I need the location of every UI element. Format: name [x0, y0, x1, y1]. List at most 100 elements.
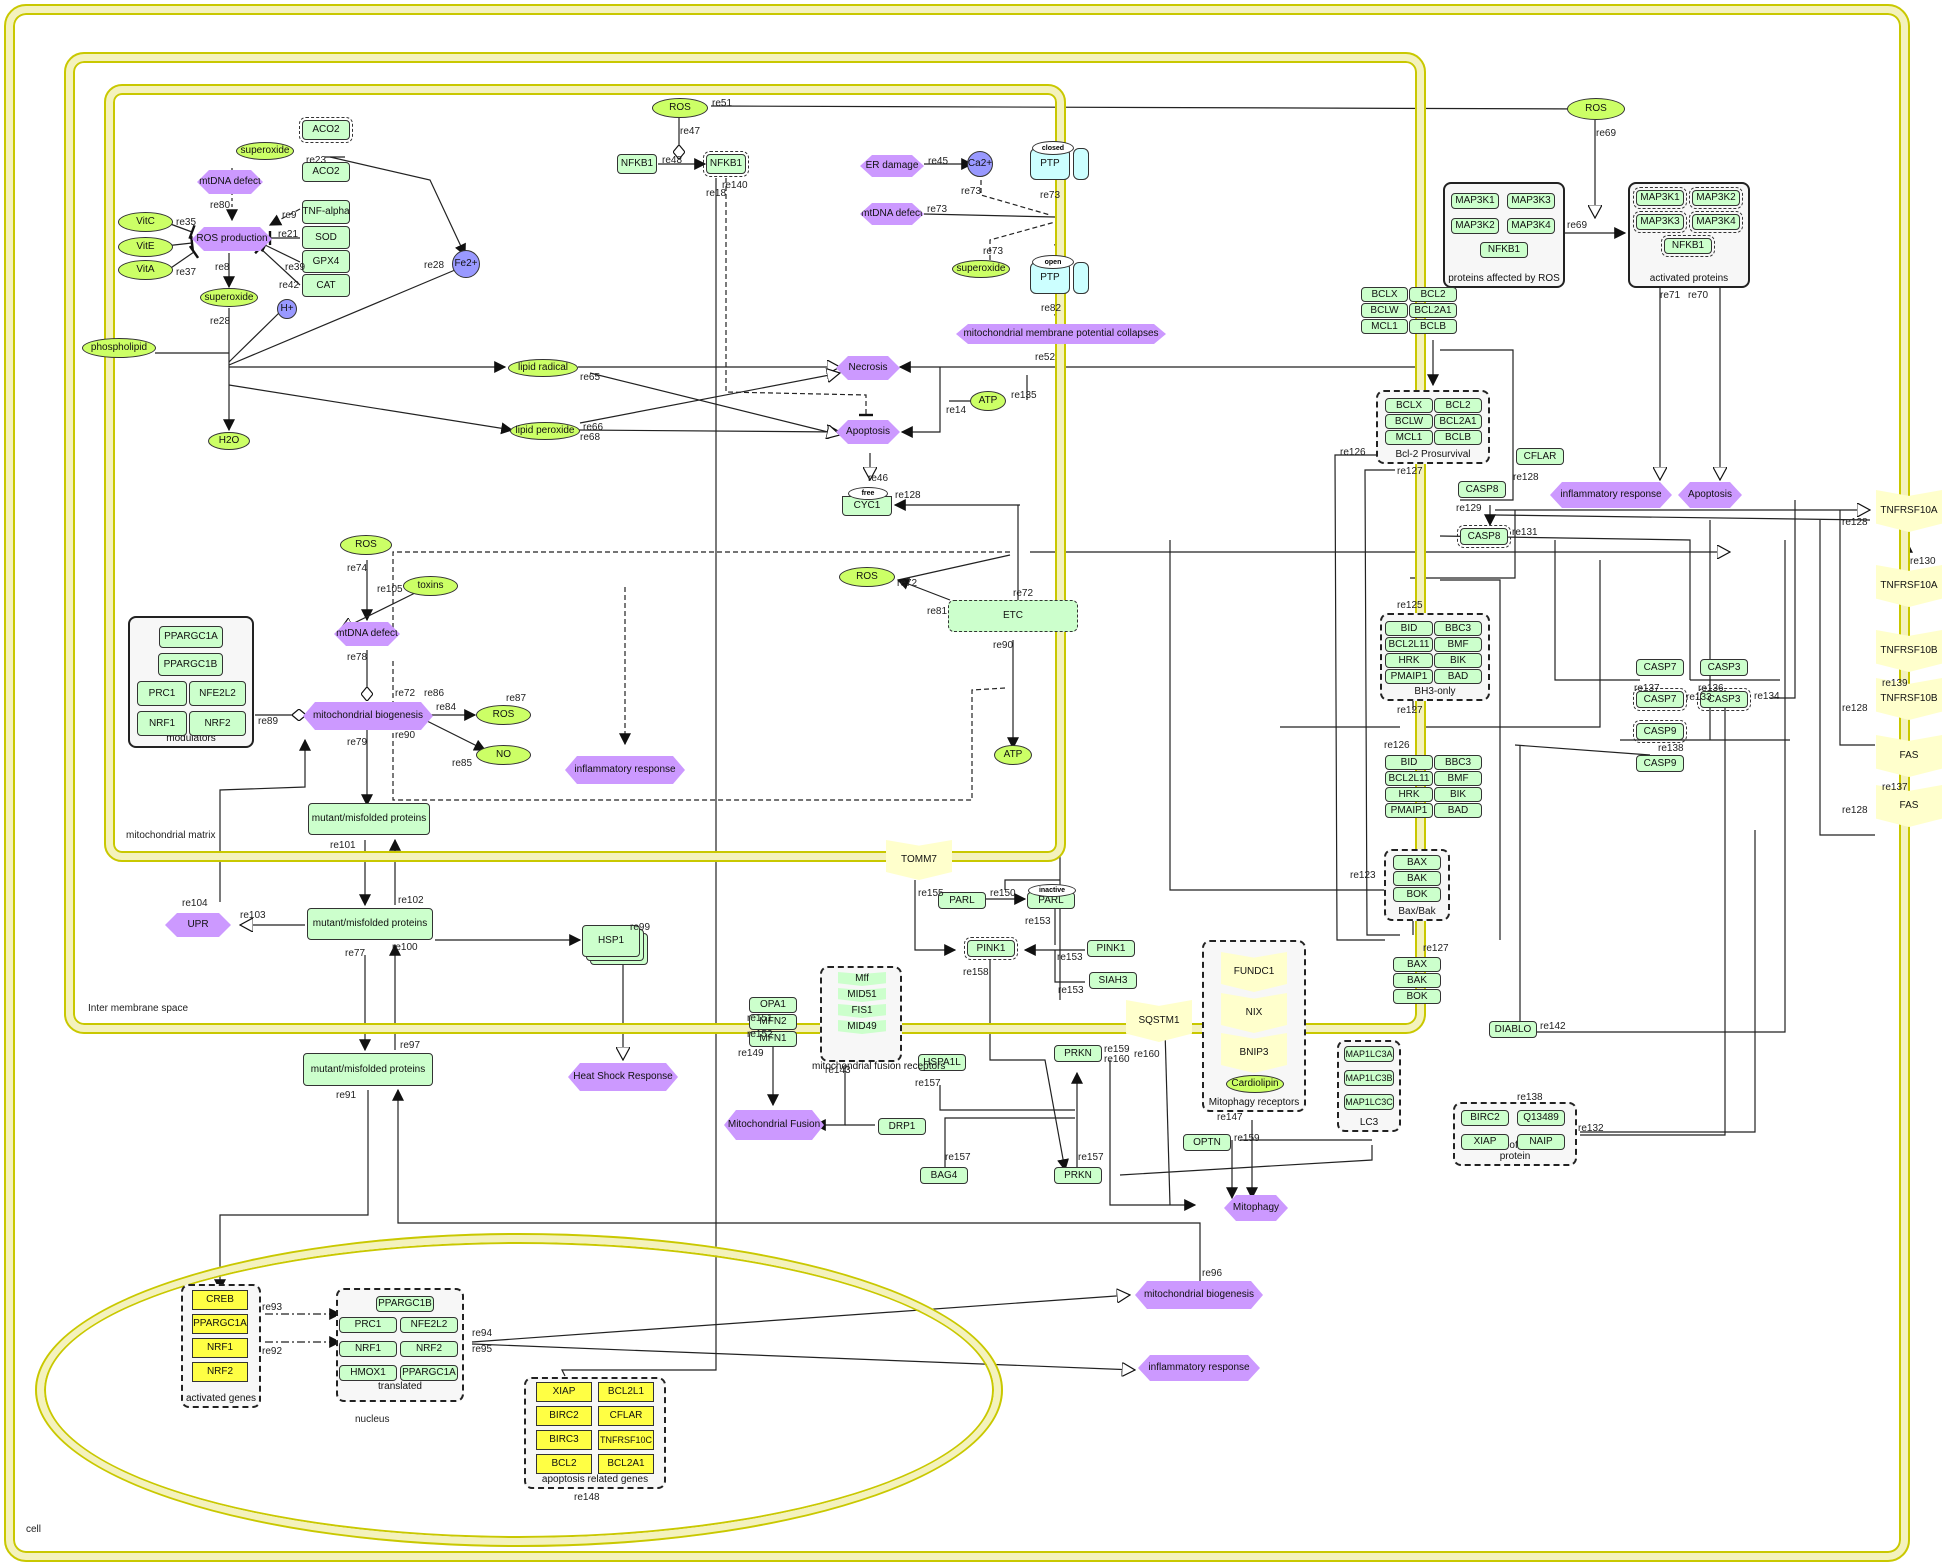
- phenotype-mitochondrial-biogenesis[interactable]: mitochondrial biogenesis: [303, 702, 433, 730]
- molecule-no[interactable]: NO: [476, 745, 531, 765]
- protein-ppargc1b[interactable]: PPARGC1B: [158, 653, 223, 676]
- phenotype-apoptosis-right[interactable]: Apoptosis: [1678, 482, 1742, 508]
- molecule-vitc[interactable]: VitC: [118, 212, 173, 232]
- receptor-mff[interactable]: Mff: [838, 972, 886, 986]
- phenotype-necrosis[interactable]: Necrosis: [836, 356, 900, 380]
- protein-drp1[interactable]: DRP1: [878, 1118, 926, 1135]
- molecule-toxins[interactable]: toxins: [403, 576, 458, 596]
- receptor-bnip3[interactable]: BNIP3: [1221, 1033, 1287, 1073]
- protein-nrf2-translated[interactable]: NRF2: [400, 1341, 458, 1357]
- protein-sod[interactable]: SOD: [302, 226, 350, 249]
- protein-bax[interactable]: BAX: [1393, 855, 1441, 870]
- protein-opa1[interactable]: OPA1: [749, 997, 797, 1013]
- protein-prkn-2[interactable]: PRKN: [1054, 1167, 1102, 1184]
- protein-pmaip1-free[interactable]: PMAIP1: [1385, 803, 1433, 818]
- protein-bmf[interactable]: BMF: [1434, 637, 1482, 652]
- ion-ca2[interactable]: Ca2+: [967, 151, 993, 177]
- receptor-fas[interactable]: FAS: [1876, 735, 1942, 777]
- receptor-tnfrsf10a-active[interactable]: TNFRSF10A: [1876, 490, 1942, 532]
- receptor-fas-active[interactable]: FAS: [1876, 785, 1942, 827]
- protein-tnf-alpha[interactable]: TNF-alpha: [302, 200, 350, 224]
- protein-diablo[interactable]: DIABLO: [1489, 1021, 1537, 1038]
- protein-map1lc3b[interactable]: MAP1LC3B: [1344, 1070, 1394, 1086]
- ion-h-plus[interactable]: H+: [277, 299, 297, 319]
- protein-map3k2[interactable]: MAP3K2: [1451, 218, 1499, 234]
- protein-bclb-free[interactable]: BCLB: [1409, 319, 1457, 334]
- protein-bid[interactable]: BID: [1385, 621, 1433, 636]
- protein-nfe2l2[interactable]: NFE2L2: [189, 681, 246, 706]
- molecule-h2o[interactable]: H2O: [208, 432, 250, 450]
- molecule-cardiolipin[interactable]: Cardiolipin: [1226, 1075, 1284, 1093]
- protein-cyc1[interactable]: CYC1: [842, 496, 892, 516]
- protein-map1lc3a[interactable]: MAP1LC3A: [1344, 1046, 1394, 1062]
- molecule-phospholipid[interactable]: phospholipid: [82, 338, 156, 358]
- protein-map1lc3c[interactable]: MAP1LC3C: [1344, 1094, 1394, 1110]
- protein-misfolded-2[interactable]: mutant/misfolded proteins: [307, 908, 433, 940]
- receptor-mid51[interactable]: MID51: [838, 988, 886, 1002]
- protein-parl[interactable]: PARL: [938, 892, 986, 909]
- protein-bad[interactable]: BAD: [1434, 669, 1482, 684]
- phenotype-mitochondrial-biogenesis-out[interactable]: mitochondrial biogenesis: [1135, 1281, 1263, 1309]
- gene-birc2[interactable]: BIRC2: [536, 1406, 592, 1426]
- gene-nrf2[interactable]: NRF2: [192, 1362, 248, 1382]
- molecule-atp-2[interactable]: ATP: [994, 745, 1032, 765]
- molecule-ros-mid[interactable]: ROS: [340, 535, 392, 555]
- protein-hrk[interactable]: HRK: [1385, 653, 1433, 668]
- phenotype-heat-shock-response[interactable]: Heat Shock Response: [568, 1063, 678, 1091]
- protein-mfn2[interactable]: MFN2: [749, 1014, 797, 1030]
- protein-naip[interactable]: NAIP: [1517, 1134, 1565, 1150]
- molecule-superoxide-mid[interactable]: superoxide: [200, 288, 258, 307]
- receptor-mid49[interactable]: MID49: [838, 1020, 886, 1034]
- protein-siah3[interactable]: SIAH3: [1089, 972, 1137, 989]
- protein-bax-free[interactable]: BAX: [1393, 957, 1441, 972]
- phenotype-apoptosis[interactable]: Apoptosis: [836, 420, 900, 444]
- phenotype-mmp-collapse[interactable]: mitochondrial membrane potential collaps…: [956, 324, 1166, 344]
- protein-aco2[interactable]: ACO2: [302, 162, 350, 182]
- protein-nfkb1-active[interactable]: NFKB1: [703, 151, 749, 177]
- protein-bmf-free[interactable]: BMF: [1434, 771, 1482, 786]
- gene-bcl2a1[interactable]: BCL2A1: [598, 1454, 654, 1474]
- receptor-nix[interactable]: NIX: [1221, 993, 1287, 1033]
- protein-ppargc1a[interactable]: PPARGC1A: [159, 626, 223, 648]
- protein-bik-free[interactable]: BIK: [1434, 787, 1482, 802]
- protein-gpx4[interactable]: GPX4: [302, 250, 350, 273]
- gene-creb[interactable]: CREB: [192, 1290, 248, 1310]
- protein-bbc3-free[interactable]: BBC3: [1434, 755, 1482, 770]
- protein-etc[interactable]: ETC: [948, 600, 1078, 632]
- gene-xiap[interactable]: XIAP: [536, 1382, 592, 1402]
- molecule-atp-1[interactable]: ATP: [970, 391, 1006, 411]
- protein-birc2[interactable]: BIRC2: [1461, 1110, 1509, 1126]
- protein-map3k4-active[interactable]: MAP3K4: [1689, 211, 1743, 233]
- protein-bbc3[interactable]: BBC3: [1434, 621, 1482, 636]
- protein-ppargc1b-translated[interactable]: PPARGC1B: [376, 1296, 434, 1312]
- protein-pink1[interactable]: PINK1: [1087, 940, 1135, 957]
- phenotype-mitophagy[interactable]: Mitophagy: [1224, 1195, 1288, 1221]
- protein-cflar[interactable]: CFLAR: [1516, 448, 1564, 465]
- protein-map3k4[interactable]: MAP3K4: [1507, 218, 1555, 234]
- molecule-superoxide-top[interactable]: superoxide: [236, 142, 294, 160]
- phenotype-inflammatory-response-right[interactable]: inflammatory response: [1550, 482, 1672, 508]
- protein-aco2-active[interactable]: ACO2: [299, 117, 353, 143]
- protein-bak-free[interactable]: BAK: [1393, 973, 1441, 988]
- protein-pmaip1[interactable]: PMAIP1: [1385, 669, 1433, 684]
- protein-map3k3[interactable]: MAP3K3: [1507, 193, 1555, 209]
- protein-mfn1[interactable]: MFN1: [749, 1031, 797, 1047]
- protein-misfolded-3[interactable]: mutant/misfolded proteins: [303, 1053, 433, 1086]
- molecule-ros-etc[interactable]: ROS: [839, 567, 895, 587]
- receptor-tnfrsf10a[interactable]: TNFRSF10A: [1876, 565, 1942, 607]
- protein-hmox1-translated[interactable]: HMOX1: [339, 1365, 397, 1381]
- protein-hrk-free[interactable]: HRK: [1385, 787, 1433, 802]
- protein-bclx[interactable]: BCLX: [1385, 398, 1433, 413]
- protein-bag4[interactable]: BAG4: [920, 1167, 968, 1184]
- receptor-tnfrsf10b[interactable]: TNFRSF10B: [1876, 630, 1942, 672]
- protein-prc1[interactable]: PRC1: [137, 681, 187, 706]
- protein-mcl1-free[interactable]: MCL1: [1361, 319, 1408, 334]
- gene-tnfrsf10c[interactable]: TNFRSF10C: [598, 1430, 654, 1450]
- molecule-vita[interactable]: VitA: [118, 260, 173, 280]
- protein-bok[interactable]: BOK: [1393, 887, 1441, 902]
- phenotype-inflammatory-response-out[interactable]: inflammatory response: [1138, 1355, 1260, 1381]
- protein-cat[interactable]: CAT: [302, 274, 350, 297]
- protein-xiap[interactable]: XIAP: [1461, 1134, 1509, 1150]
- protein-nrf2[interactable]: NRF2: [189, 711, 246, 736]
- protein-map3k1[interactable]: MAP3K1: [1451, 193, 1499, 209]
